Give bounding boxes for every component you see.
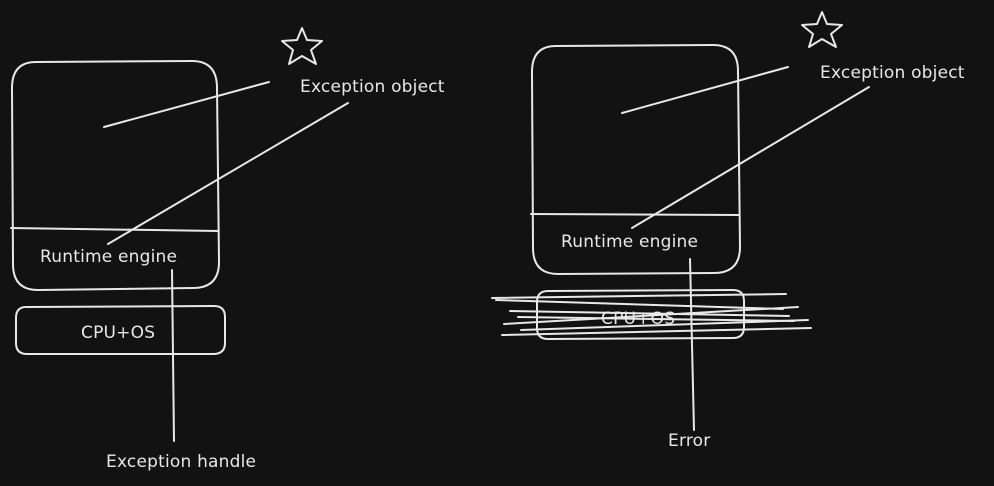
left-program-box (11, 60, 220, 291)
right-diagram (491, 11, 870, 431)
right-program-box (531, 44, 741, 275)
right-runtime-to-object-line (631, 86, 870, 229)
left-diagram (10, 27, 349, 442)
left-handler-line (171, 269, 175, 442)
right-error-label: Error (668, 431, 711, 451)
right-error-line (689, 258, 695, 431)
right-runtime-divider (530, 213, 740, 216)
left-runtime-to-object-line (107, 102, 349, 245)
left-exception-handle-label: Exception handle (106, 452, 257, 472)
star-icon (801, 11, 843, 48)
left-runtime-engine-label: Runtime engine (40, 247, 178, 267)
right-exception-pointer (621, 66, 789, 114)
left-exception-object-label: Exception object (300, 77, 445, 97)
left-exception-pointer (103, 81, 270, 128)
left-cpu-box (15, 305, 226, 355)
right-cpu-os-label: CPU+OS (601, 309, 676, 329)
left-cpu-os-label: CPU+OS (81, 323, 156, 343)
right-exception-object-label: Exception object (820, 63, 965, 83)
right-runtime-engine-label: Runtime engine (561, 232, 699, 252)
star-icon (281, 27, 323, 65)
right-cpu-crossout (491, 293, 812, 336)
left-runtime-divider (10, 227, 219, 232)
